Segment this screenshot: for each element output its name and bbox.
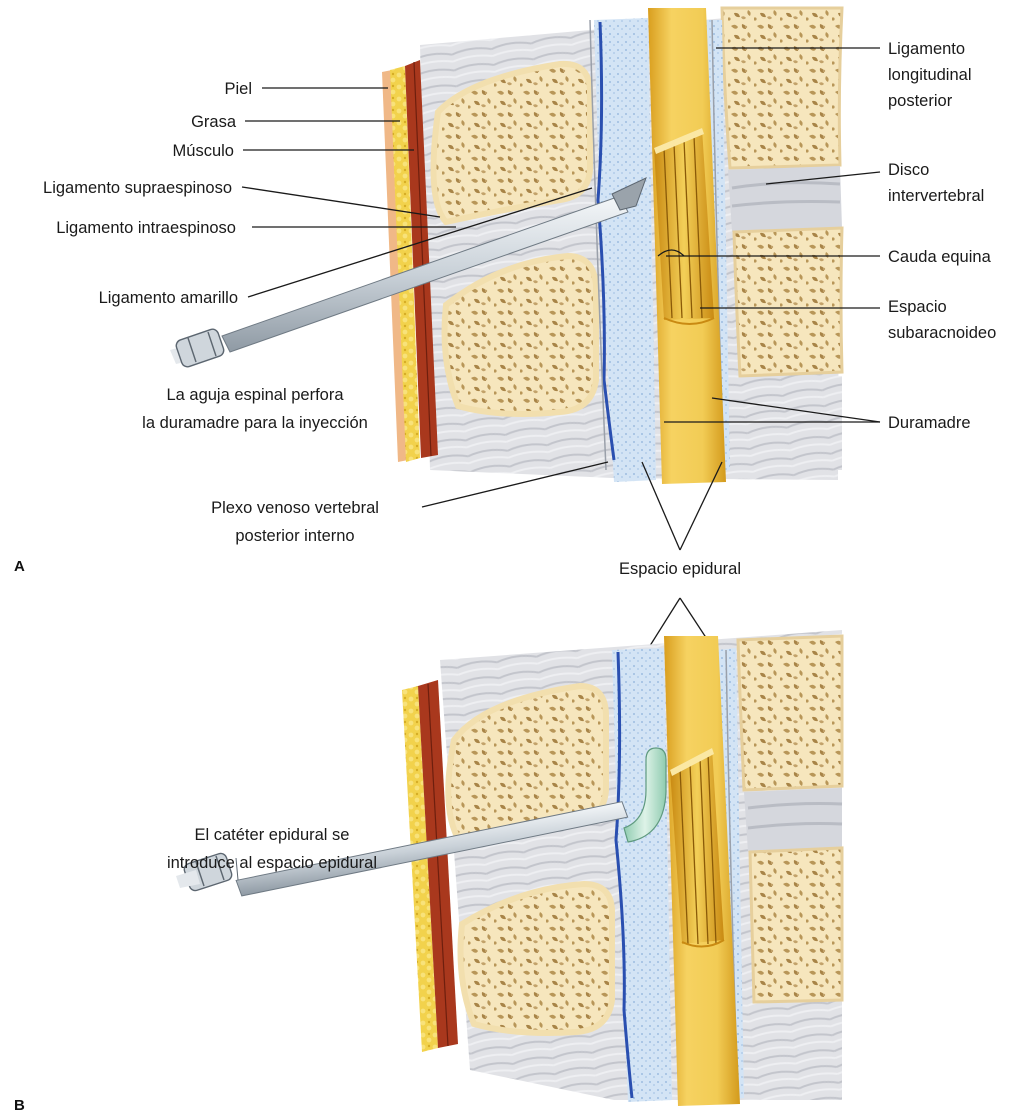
label-musculo: Músculo [173,142,234,160]
label-plexo-1: Plexo venoso vertebral [211,499,379,517]
label-cauda-equina: Cauda equina [888,248,992,266]
label-ligamento-supraespinoso: Ligamento supraespinoso [43,179,232,197]
label-plexo-2: posterior interno [235,527,354,545]
label-espacio-epidural: Espacio epidural [619,560,741,578]
label-needle-caption-1: La aguja espinal perfora [166,386,344,404]
label-catheter-1: El catéter epidural se [194,826,349,844]
label-disco-1: Disco [888,161,929,179]
vertebral-body-upper-a [722,8,842,168]
vertebral-body-upper-b [738,636,842,790]
label-ligamento-longitudinal-1: Ligamento [888,40,965,58]
vertebral-body-lower-b [750,848,842,1002]
intervertebral-disc-b [744,788,842,852]
panel-b: El catéter epidural se introduce al espa… [14,630,842,1112]
panel-letter-a: A [14,558,25,575]
label-subaracnoideo-2: subaracnoideo [888,324,996,342]
intervertebral-disc-a [728,166,842,232]
panel-a: Piel Grasa Músculo Ligamento supraespino… [14,8,996,575]
label-needle-caption-2: la duramadre para la inyección [142,414,368,432]
label-ligamento-longitudinal-2: longitudinal [888,66,971,84]
label-piel: Piel [224,80,252,98]
vertebral-body-lower-a [734,228,842,376]
label-ligamento-intraespinoso: Ligamento intraespinoso [56,219,236,237]
label-ligamento-longitudinal-3: posterior [888,92,953,110]
label-grasa: Grasa [191,113,237,131]
label-duramadre: Duramadre [888,414,971,432]
label-ligamento-amarillo: Ligamento amarillo [99,289,238,307]
label-subaracnoideo-1: Espacio [888,298,947,316]
label-catheter-2: introduce al espacio epidural [167,854,377,872]
label-disco-2: intervertebral [888,187,984,205]
panel-letter-b: B [14,1097,25,1112]
